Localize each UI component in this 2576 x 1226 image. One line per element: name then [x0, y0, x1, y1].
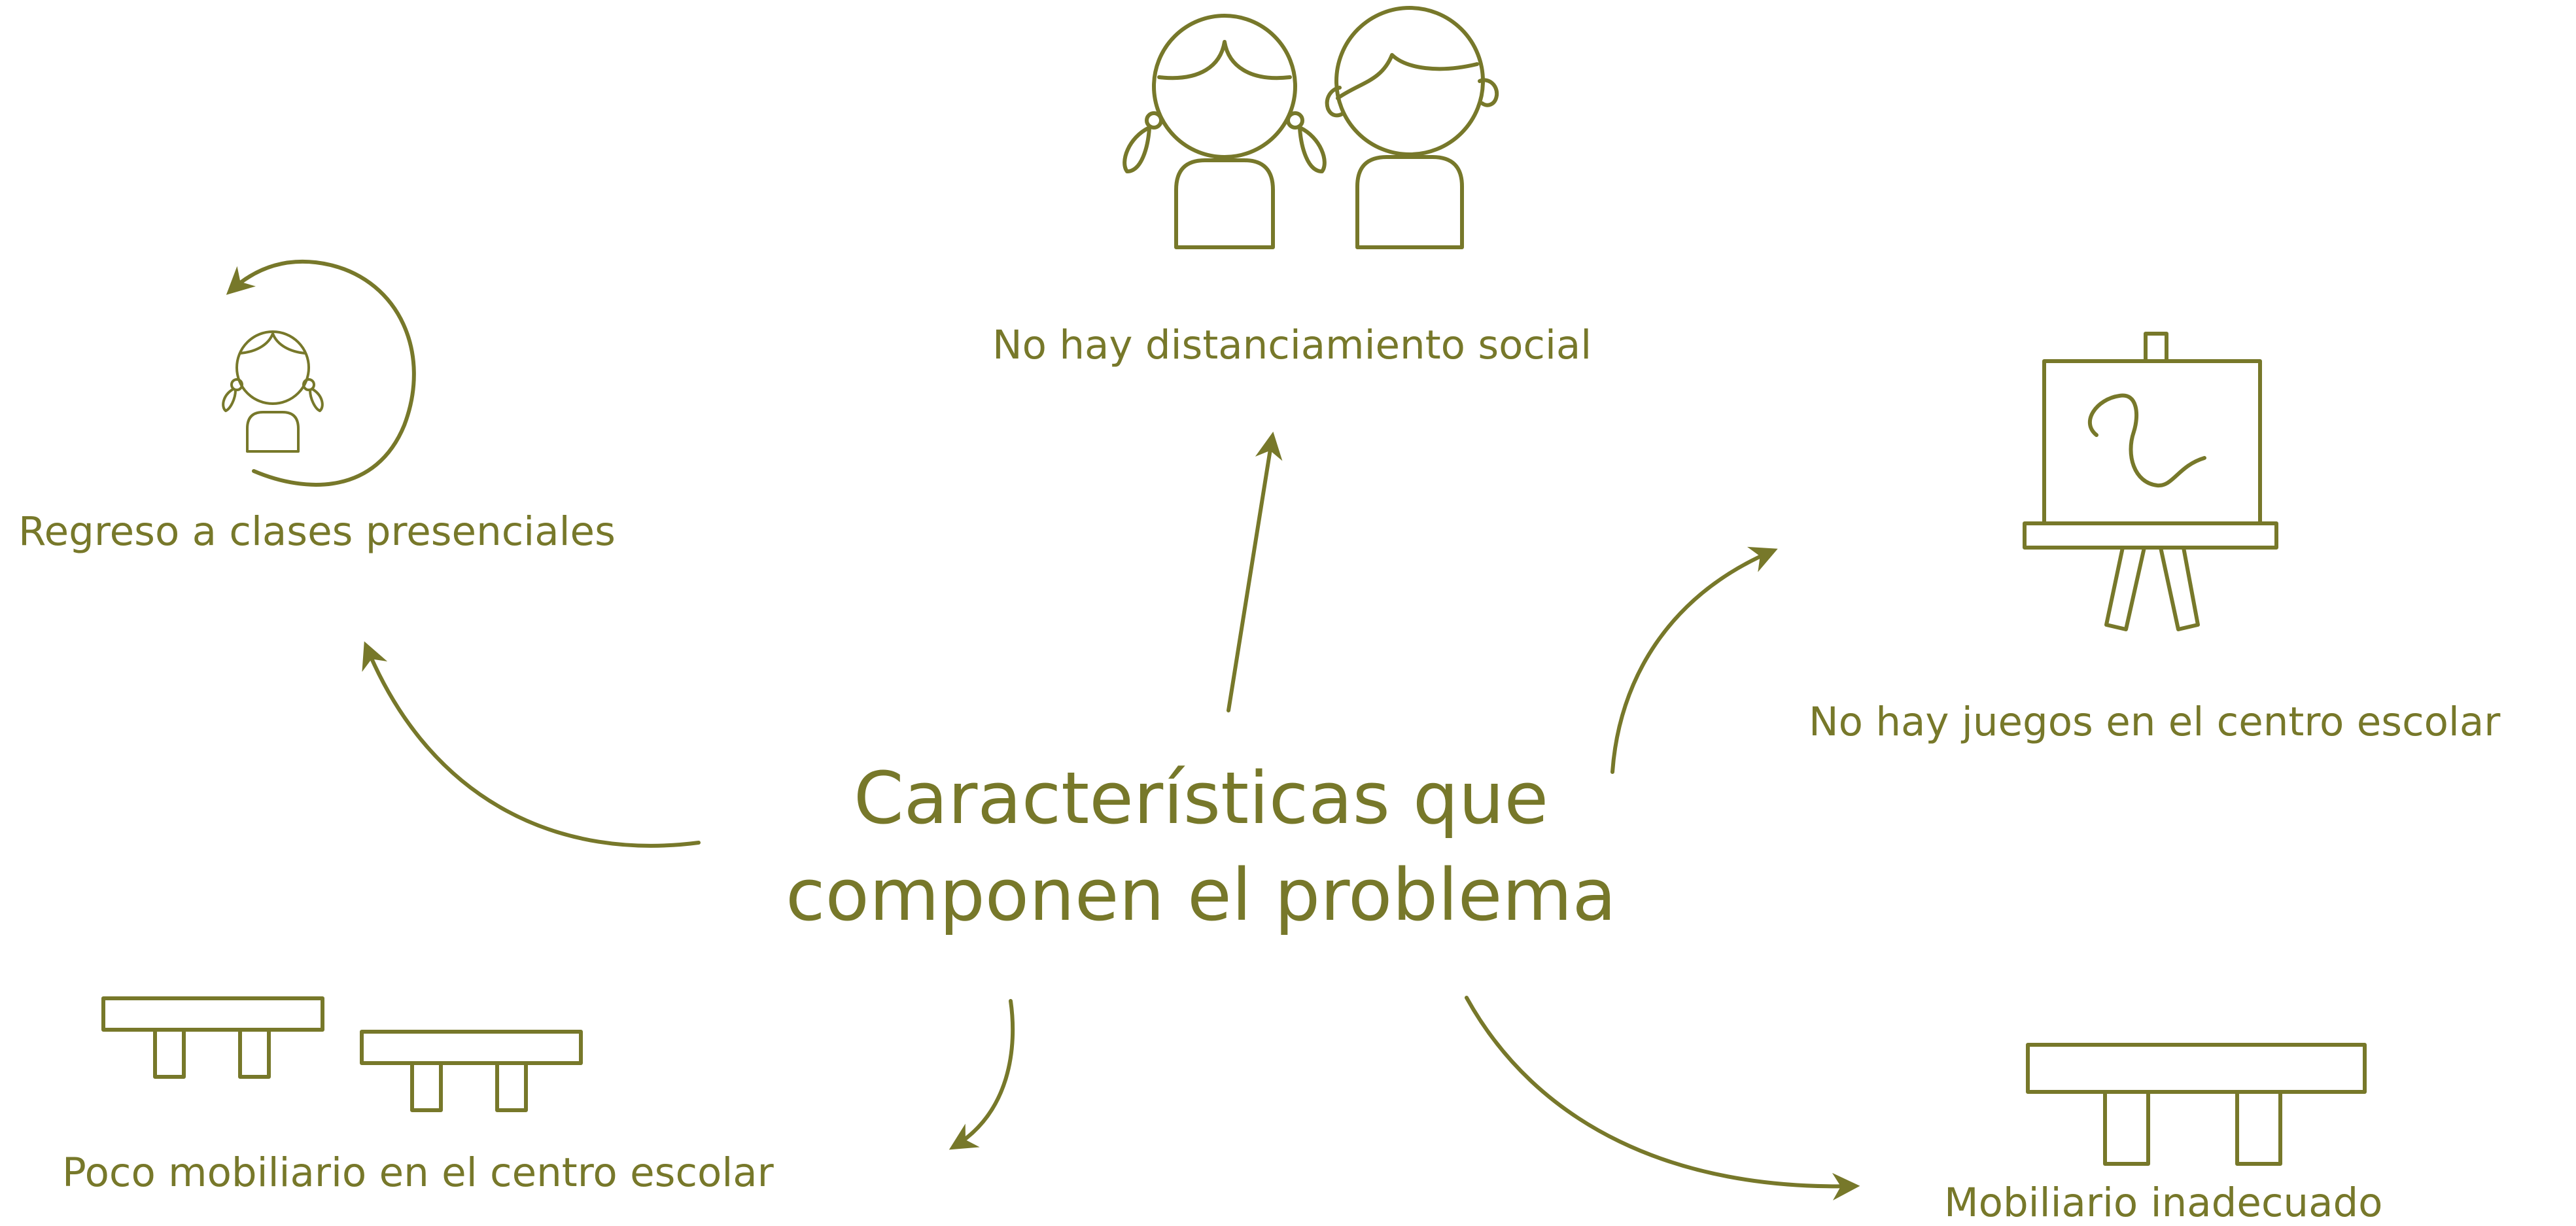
- two-children-icon: [1123, 6, 1499, 249]
- node-label-poco-mobiliario: Poco mobiliario en el centro escolar: [62, 1149, 774, 1196]
- central-topic-line-2: componen el problema: [786, 853, 1616, 937]
- arrow-to-regreso: [362, 641, 701, 848]
- girl-figure: [1123, 14, 1327, 249]
- node-label-distanciamiento: No hay distanciamiento social: [992, 322, 1592, 368]
- arrow-to-poco-mobiliario: [949, 999, 1015, 1150]
- easel-squiggle: [2087, 393, 2206, 488]
- arrow-to-mobiliario-inadecuado: [1465, 996, 1860, 1200]
- easel-icon: [2023, 332, 2278, 631]
- node-label-juegos: No hay juegos en el centro escolar: [1809, 699, 2501, 745]
- node-label-regreso: Regreso a clases presenciales: [18, 508, 616, 555]
- two-benches-icon: [101, 996, 583, 1112]
- central-topic: Características que componen el problema: [786, 750, 1616, 943]
- small-girl-figure: [222, 330, 324, 453]
- bench-icon: [2026, 1043, 2367, 1166]
- node-label-mobiliario-inadecuado: Mobiliario inadecuado: [1944, 1180, 2383, 1226]
- arrow-to-juegos: [1610, 546, 1778, 774]
- boy-figure: [1325, 6, 1499, 249]
- arrow-to-distanciamiento: [1227, 431, 1283, 712]
- girl-with-cycle-arrow-icon: [222, 259, 416, 487]
- cycle-arrow: [226, 259, 416, 487]
- central-topic-line-1: Características que: [853, 756, 1549, 840]
